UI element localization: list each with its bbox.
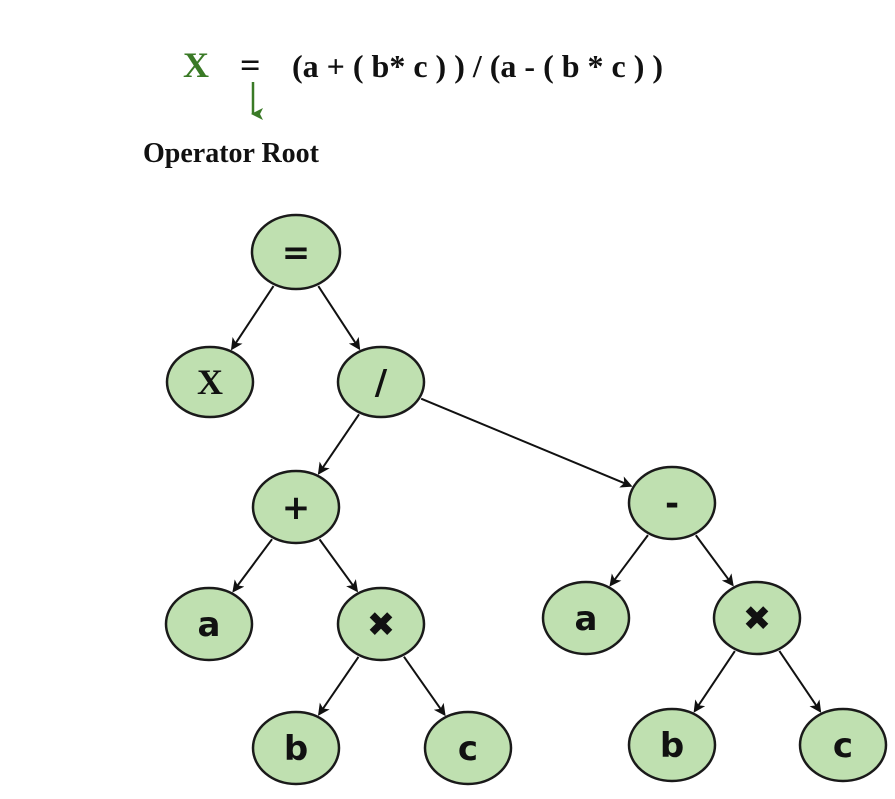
- tree-node-plus: +: [251, 469, 341, 545]
- node-ellipse: [627, 707, 717, 783]
- node-label: ✖: [367, 605, 396, 645]
- node-label: =: [282, 233, 311, 273]
- edge-eq-to-div: [317, 285, 361, 351]
- tree-node-x: X: [165, 345, 255, 419]
- node-ellipse: [250, 213, 342, 291]
- node-ellipse: [165, 345, 255, 419]
- node-ellipse: [798, 707, 888, 783]
- node-label: -: [665, 484, 679, 524]
- edge-plus-to-mul1: [318, 538, 359, 593]
- tree-node-c2: c: [798, 707, 888, 783]
- node-ellipse: [712, 580, 802, 656]
- node-ellipse: [541, 580, 631, 656]
- node-label: c: [458, 729, 478, 769]
- node-ellipse: [423, 710, 513, 786]
- edge-minus-to-mul2: [695, 534, 734, 587]
- node-ellipse: [336, 586, 426, 662]
- node-label: a: [575, 599, 598, 639]
- node-ellipse: [336, 345, 426, 419]
- node-ellipse: [627, 465, 717, 541]
- tree-node-mul1: ✖: [336, 586, 426, 662]
- tree-nodes: = X / + - a ✖ a ✖ b c b c: [164, 213, 888, 786]
- tree-node-b2: b: [627, 707, 717, 783]
- expression-lhs: X: [183, 45, 209, 85]
- tree-node-a1: a: [164, 586, 254, 662]
- tree-node-div: /: [336, 345, 426, 419]
- edge-minus-to-a2: [609, 534, 649, 587]
- tree-node-minus: -: [627, 465, 717, 541]
- node-ellipse: [164, 586, 254, 662]
- node-label: a: [198, 605, 221, 645]
- node-label: b: [284, 729, 308, 769]
- edge-mul1-to-b1: [317, 656, 360, 716]
- node-ellipse: [251, 710, 341, 786]
- edge-mul2-to-b2: [693, 650, 736, 713]
- tree-node-eq: =: [250, 213, 342, 291]
- node-label: ✖: [743, 599, 772, 639]
- node-ellipse: [251, 469, 341, 545]
- edge-mul1-to-c1: [403, 656, 446, 717]
- tree-edges: [230, 285, 822, 717]
- node-label: +: [282, 488, 311, 528]
- edge-mul2-to-c2: [778, 650, 822, 713]
- expression-rhs: (a + ( b* c ) ) / (a - ( b * c ) ): [292, 48, 663, 84]
- tree-node-b1: b: [251, 710, 341, 786]
- node-label: c: [833, 726, 853, 766]
- node-label: X: [197, 362, 223, 402]
- tree-node-mul2: ✖: [712, 580, 802, 656]
- node-label: b: [660, 726, 684, 766]
- operator-root-label: Operator Root: [143, 138, 320, 169]
- expression-equals: =: [240, 45, 261, 85]
- edge-plus-to-a1: [232, 538, 273, 593]
- tree-node-c1: c: [423, 710, 513, 786]
- edge-div-to-minus: [420, 397, 633, 488]
- tree-node-a2: a: [541, 580, 631, 656]
- node-label: /: [375, 363, 388, 403]
- edge-div-to-plus: [317, 413, 360, 475]
- edge-eq-to-x: [230, 285, 275, 351]
